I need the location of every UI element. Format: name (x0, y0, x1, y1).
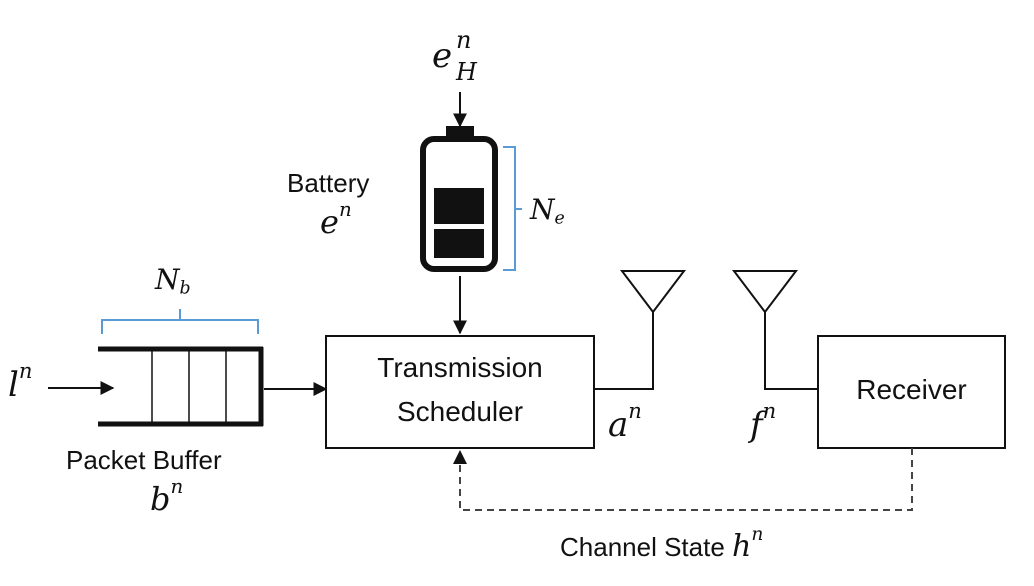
packet-buffer-title: Packet Buffer (66, 445, 222, 475)
packet-buffer-variable: bn (150, 475, 184, 518)
harvest-energy-sub: H (456, 58, 477, 86)
battery-capacity-label: Ne (530, 193, 565, 229)
harvest-energy-sup: n (456, 26, 472, 54)
feedback-label: fn (750, 398, 777, 445)
channel-feedback-line (459, 448, 913, 511)
battery-cell-upper (434, 188, 484, 224)
transmit-antenna-icon (594, 270, 687, 390)
channel-state-variable: hn (732, 524, 764, 564)
channel-state-label: Channel State hn (560, 524, 764, 564)
scheduler-label-line1: Transmission (377, 352, 543, 383)
packet-buffer (98, 346, 264, 427)
receiver-label: Receiver (856, 374, 967, 405)
channel-state-title: Channel State (560, 532, 725, 562)
arrival-label: ln (8, 358, 33, 405)
battery-title: Battery (287, 168, 370, 198)
buffer-capacity-label: Nb (155, 263, 191, 299)
battery-icon (420, 126, 498, 272)
scheduler-label-line2: Scheduler (396, 396, 524, 427)
channel-feedback-arrowhead (453, 450, 467, 464)
battery-capacity-bracket (503, 146, 522, 271)
harvest-energy-label: e n H (432, 26, 490, 88)
battery-variable: en (320, 198, 352, 241)
battery-cell-lower (434, 229, 484, 258)
buffer-capacity-bracket (101, 309, 259, 334)
receive-antenna-icon (731, 270, 818, 390)
action-label: an (608, 398, 642, 445)
harvest-energy-base: e (432, 36, 453, 76)
scheduler-box (325, 335, 595, 449)
